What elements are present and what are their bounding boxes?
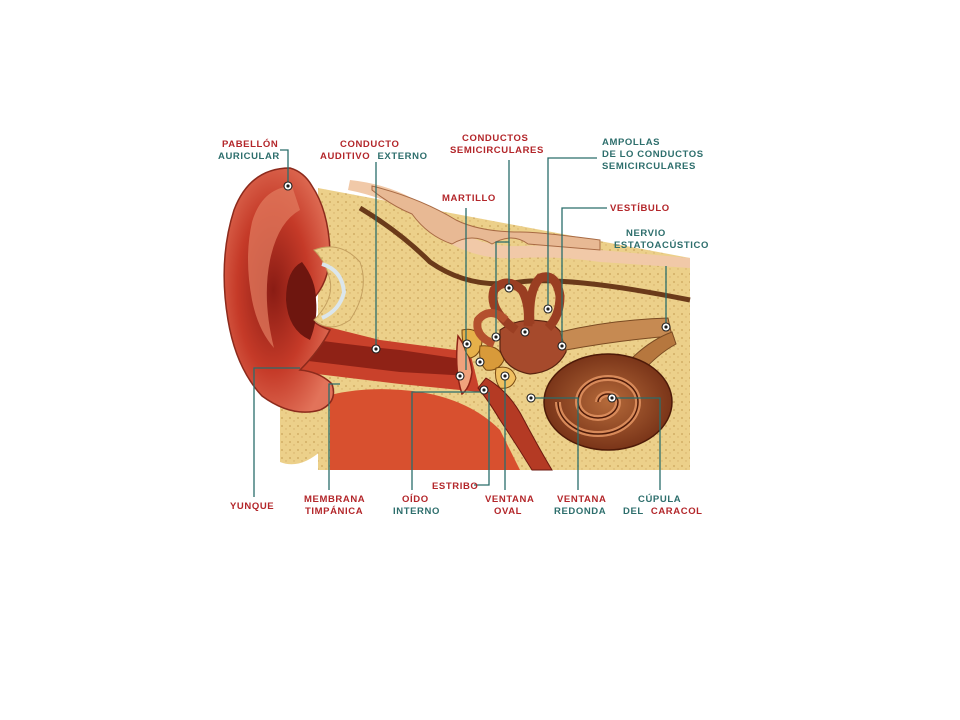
dot-ampollas-1 [543,304,553,314]
label-nervio-estatoacustico: NERVIO ESTATOACÚSTICO [614,228,709,251]
dot-nervio [661,322,671,332]
leader-lines [253,149,667,497]
label-estribo: ESTRIBO [432,481,478,492]
canal-lumen [300,338,470,376]
auricle-helix-fold [248,186,300,348]
eustachian-tube [477,377,553,471]
canal-lateral [473,309,509,348]
dot-ampollas-2 [520,327,530,337]
label-martillo: MARTILLO [442,193,496,204]
dot-cupula [607,393,617,403]
label-conductos-semicirculares: CONDUCTOS SEMICIRCULARES [450,133,544,156]
dot-pabellon [283,181,293,191]
ear-illustration [223,167,691,471]
lower-tissue [330,389,520,470]
label-ampollas: AMPOLLAS DE LO CONDUCTOS SEMICIRCULARES [602,137,707,172]
dot-yunque [475,357,485,367]
dot-conductos-semi-1 [504,283,514,293]
dot-ventana-redonda [526,393,536,403]
auricle-concha [286,262,317,340]
cochlea [543,353,673,451]
brain-tissue [371,185,601,251]
pointer-dots [283,181,671,403]
dot-martillo [462,339,472,349]
label-pabellon: PABELLÓN AURICULAR [218,138,282,162]
dot-vestibulo [557,341,567,351]
label-cupula-del-caracol: CÚPULA DEL CARACOL [623,493,703,517]
dura-line [358,205,691,303]
label-oido-interno: OÍDO INTERNO [393,494,440,517]
dot-conducto [371,344,381,354]
labels: PABELLÓN AURICULAR CONDUCTO AUDITIVO EXT… [218,133,709,517]
dot-membrana [455,371,465,381]
dot-conductos-semi-2 [491,332,501,342]
label-ventana-redonda: VENTANA REDONDA [554,494,609,517]
label-ventana-oval: VENTANA OVAL [485,494,537,517]
cartilage-lining [321,262,347,320]
label-conducto-auditivo-externo: CONDUCTO AUDITIVO EXTERNO [320,139,428,162]
label-vestibulo: VESTÍBULO [610,203,670,214]
canal-posterior [525,272,565,332]
dot-oido [479,385,489,395]
label-membrana-timpanica: MEMBRANA TIMPÁNICA [304,494,368,517]
dot-estribo [500,371,510,381]
label-yunque: YUNQUE [230,501,274,512]
